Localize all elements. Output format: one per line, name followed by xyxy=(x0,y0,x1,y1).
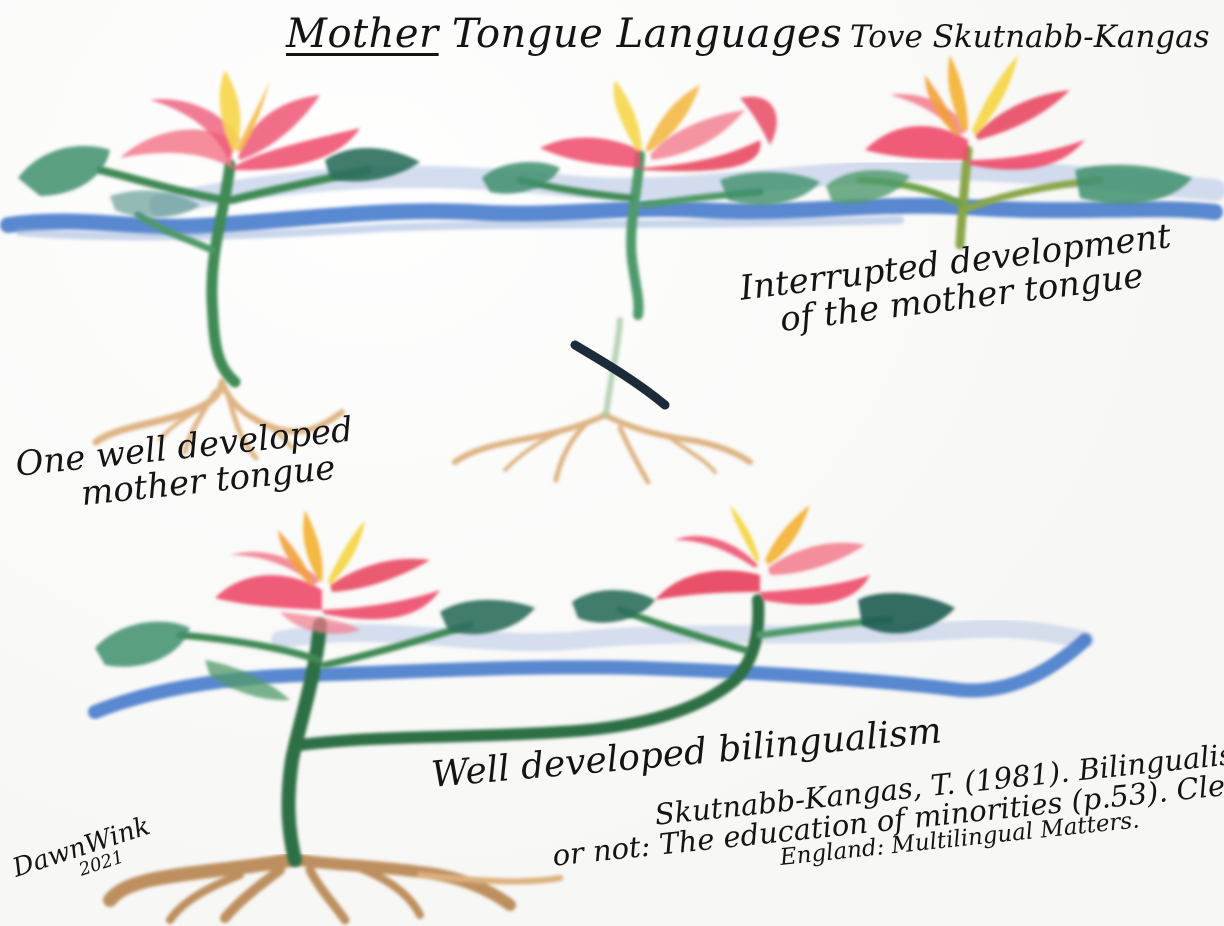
roots-bilingual xyxy=(110,860,560,920)
flower-plant-3 xyxy=(865,55,1085,170)
flower-plant-2 xyxy=(540,80,777,171)
interruption-mark xyxy=(575,345,665,405)
flower-bilingual-right xyxy=(655,505,870,605)
author-name: Tove Skutnabb-Kangas xyxy=(850,22,1210,53)
plant-one-well-developed xyxy=(18,70,420,458)
roots-plant-2 xyxy=(455,415,750,482)
title-rest: Tongue Languages xyxy=(452,11,842,57)
flower-bilingual-left xyxy=(215,510,440,634)
flower-plant-1 xyxy=(120,70,360,170)
diagram-title: Mother Tongue Languages xyxy=(286,14,842,54)
title-underlined-word: Mother xyxy=(286,11,439,57)
